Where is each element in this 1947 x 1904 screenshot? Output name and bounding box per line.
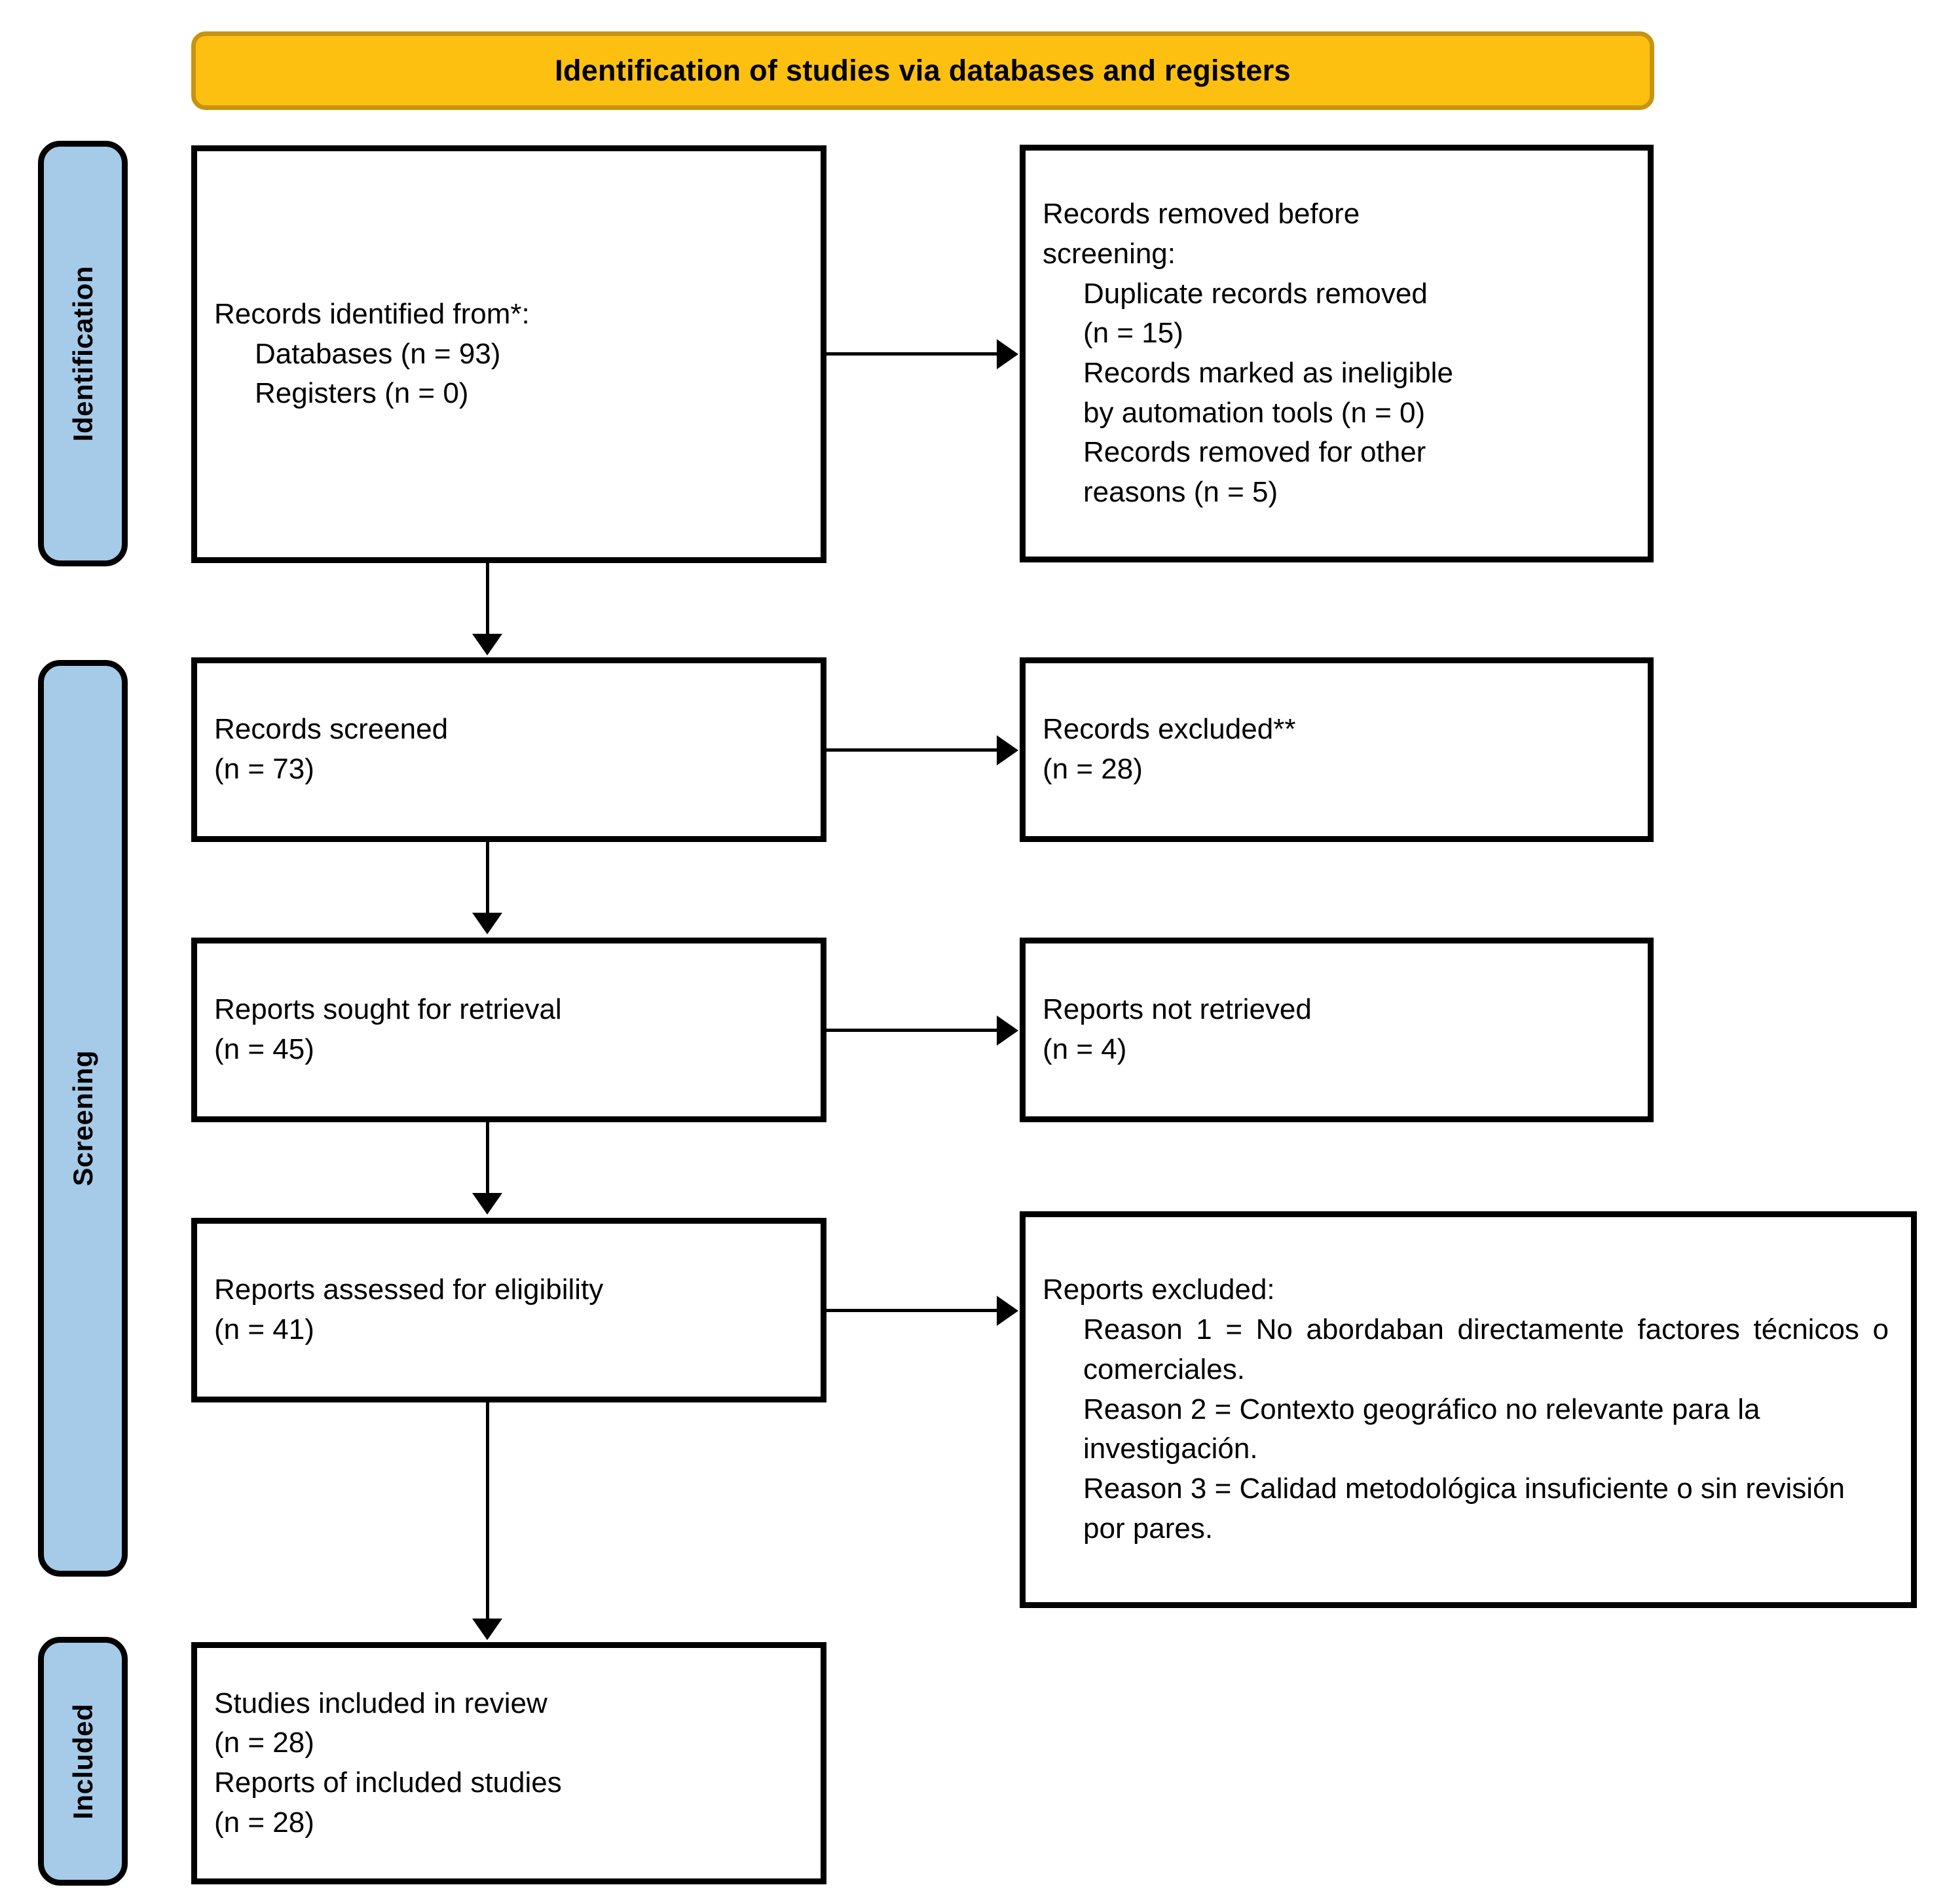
connector-screened-to-excluded-arrowhead	[997, 735, 1018, 765]
records-removed-line6: by automation tools (n = 0)	[1083, 396, 1426, 429]
box-records-excluded: Records excluded** (n = 28)	[1020, 657, 1654, 842]
stage-label-included: Included	[67, 1703, 98, 1820]
box-studies-included: Studies included in review (n = 28) Report…	[191, 1642, 826, 1884]
connector-identified-to-screened-arrowhead	[472, 634, 502, 655]
connector-sought-to-notretrieved-arrowhead	[997, 1016, 1018, 1046]
connector-screened-to-sought-line	[486, 842, 489, 919]
stage-bar-screening: Screening	[38, 660, 128, 1577]
box-reports-assessed: Reports assessed for eligibility (n = 41)	[191, 1218, 826, 1402]
connector-sought-to-assessed-line	[486, 1122, 489, 1199]
box-reports-sought-text: Reports sought for retrieval (n = 45)	[197, 990, 821, 1069]
box-records-removed: Records removed before screening: Duplicat…	[1020, 145, 1654, 562]
box-records-identified-text: Records identified from*: Databases (n = …	[197, 295, 821, 414]
connector-identified-to-screened-line	[486, 563, 489, 640]
records-removed-line4: (n = 15)	[1083, 317, 1183, 350]
page-title: Identification of studies via databases …	[555, 54, 1291, 88]
reports-assessed-line2: (n = 41)	[214, 1313, 314, 1346]
records-removed-line3: Duplicate records removed	[1083, 277, 1428, 310]
reports-excluded-reason-2: Reason 2 = Contexto geográfico no releva…	[1083, 1393, 1768, 1465]
reports-excluded-reason-1: Reason 1 = No abordaban directamente fac…	[1083, 1313, 1897, 1385]
records-excluded-line2: (n = 28)	[1043, 753, 1143, 785]
records-identified-line3: Registers (n = 0)	[255, 377, 469, 410]
connector-assessed-to-excluded-arrowhead	[997, 1296, 1018, 1326]
box-reports-not-retrieved: Reports not retrieved (n = 4)	[1020, 938, 1654, 1122]
connector-sought-to-assessed-arrowhead	[472, 1193, 502, 1215]
box-reports-not-retrieved-text: Reports not retrieved (n = 4)	[1026, 990, 1648, 1069]
connector-assessed-to-included-line	[486, 1402, 489, 1625]
box-reports-excluded-text: Reports excluded: Reason 1 = No abordaban…	[1026, 1270, 1911, 1548]
box-reports-assessed-text: Reports assessed for eligibility (n = 41)	[197, 1270, 821, 1349]
box-studies-included-text: Studies included in review (n = 28) Report…	[197, 1684, 821, 1843]
reports-excluded-reason-3: Reason 3 = Calidad metodológica insufici…	[1083, 1473, 1853, 1545]
box-records-removed-text: Records removed before screening: Duplicat…	[1026, 194, 1648, 513]
connector-screened-to-excluded-line	[826, 748, 998, 752]
box-records-excluded-text: Records excluded** (n = 28)	[1026, 710, 1648, 789]
connector-assessed-to-excluded-line	[826, 1309, 998, 1312]
studies-included-line2: (n = 28)	[214, 1727, 314, 1759]
reports-assessed-line1: Reports assessed for eligibility	[214, 1273, 604, 1306]
studies-included-line4: (n = 28)	[214, 1806, 314, 1839]
records-removed-line2: screening:	[1043, 237, 1176, 270]
studies-included-line3: Reports of included studies	[214, 1767, 562, 1799]
box-reports-sought: Reports sought for retrieval (n = 45)	[191, 938, 826, 1122]
records-removed-line1: Records removed before	[1043, 198, 1360, 230]
reports-not-retrieved-line2: (n = 4)	[1043, 1033, 1127, 1065]
stage-label-screening: Screening	[67, 1050, 98, 1186]
stage-bar-identification: Identification	[38, 141, 128, 566]
records-identified-line2: Databases (n = 93)	[255, 337, 501, 370]
reports-excluded-title: Reports excluded:	[1043, 1273, 1275, 1306]
box-records-identified: Records identified from*: Databases (n = …	[191, 145, 826, 563]
records-screened-line2: (n = 73)	[214, 753, 314, 785]
records-identified-line1: Records identified from*:	[214, 297, 530, 330]
connector-identified-to-removed-arrowhead	[997, 339, 1018, 369]
box-reports-excluded: Reports excluded: Reason 1 = No abordaban…	[1020, 1211, 1917, 1608]
reports-sought-line1: Reports sought for retrieval	[214, 993, 562, 1026]
studies-included-line1: Studies included in review	[214, 1687, 547, 1719]
connector-assessed-to-included-arrowhead	[472, 1619, 502, 1640]
records-screened-line1: Records screened	[214, 713, 449, 746]
connector-screened-to-sought-arrowhead	[472, 913, 502, 934]
records-removed-line5: Records marked as ineligible	[1083, 357, 1453, 389]
connector-sought-to-notretrieved-line	[826, 1029, 998, 1032]
reports-not-retrieved-line1: Reports not retrieved	[1043, 993, 1312, 1026]
box-records-screened-text: Records screened (n = 73)	[197, 710, 821, 789]
connector-identified-to-removed-line	[826, 352, 998, 356]
stage-bar-included: Included	[38, 1637, 128, 1886]
records-excluded-line1: Records excluded**	[1043, 713, 1296, 746]
records-removed-line7: Records removed for other	[1083, 436, 1426, 469]
reports-sought-line2: (n = 45)	[214, 1033, 314, 1065]
records-removed-line8: reasons (n = 5)	[1083, 476, 1278, 509]
box-records-screened: Records screened (n = 73)	[191, 657, 826, 842]
stage-label-identification: Identification	[67, 265, 98, 442]
diagram-header-banner: Identification of studies via databases …	[191, 31, 1654, 110]
